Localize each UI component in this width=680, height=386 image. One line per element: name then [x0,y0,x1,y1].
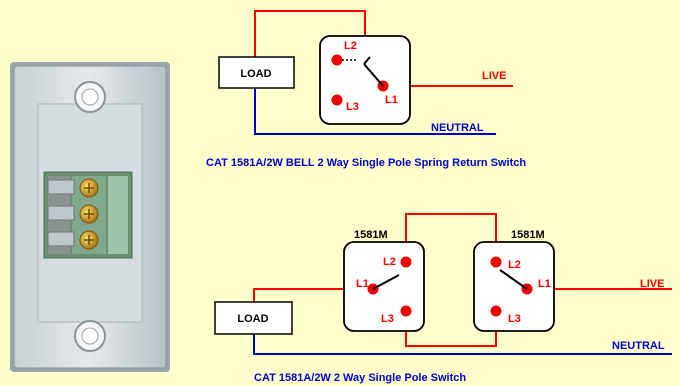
bottom-right-terminal-l3 [490,305,502,317]
bottom-right-terminal-label-l2: L2 [508,259,521,271]
bottom-neutral-label: NEUTRAL [612,340,665,352]
top-switch-box [319,35,411,125]
top-terminal-label-l3: L3 [346,101,359,113]
bottom-neutral-wire [253,334,672,355]
terminal-block [43,171,133,259]
mounting-hole-top [74,81,106,113]
bottom-left-switch-lever [372,274,400,290]
top-diagram: LOAD L2 L1 L3 LIVE NEUTRAL CAT 1581A/2W … [206,10,526,169]
bottom-right-switch-lever [499,269,528,290]
top-spring-return-arm [363,56,371,65]
bottom-left-terminal-label-l3: L3 [381,313,394,325]
bottom-left-terminal-l3 [400,305,412,317]
bottom-load-label: LOAD [237,313,268,325]
top-load-label: LOAD [240,68,271,80]
top-caption: CAT 1581A/2W BELL 2 Way Single Pole Spri… [206,157,526,169]
top-switch-lever [363,63,384,87]
top-live-label: LIVE [482,70,506,82]
top-terminal-l2 [331,54,343,66]
mounting-hole-bottom [74,320,106,352]
bottom-right-terminal-label-l3: L3 [508,313,521,325]
bottom-left-switch-label: 1581M [354,229,388,241]
bottom-live-label: LIVE [640,278,664,290]
bottom-right-terminal-label-l1: L1 [538,278,551,290]
bottom-feed-wire [253,288,373,303]
top-load-box [218,56,295,89]
bottom-strapper-l2 [405,213,497,262]
bottom-diagram: LOAD 1581M L2 L1 L3 1581M L2 L1 L3 LIVE … [214,213,672,384]
bottom-left-terminal-label-l2: L2 [383,256,396,268]
bottom-load-box [214,301,293,335]
bottom-right-terminal-l2 [490,256,502,268]
bottom-left-terminal-l2 [400,256,412,268]
bottom-left-terminal-label-l1: L1 [356,278,369,290]
top-terminal-label-l2: L2 [344,40,357,52]
top-terminal-label-l1: L1 [385,94,398,106]
top-terminal-l3 [331,94,343,106]
top-live-wire-loop [254,10,366,57]
top-neutral-label: NEUTRAL [431,122,484,134]
bottom-caption: CAT 1581A/2W 2 Way Single Pole Switch [254,372,466,384]
switch-plate-image [10,62,170,372]
bottom-right-switch-label: 1581M [511,229,545,241]
top-neutral-wire [254,88,496,135]
